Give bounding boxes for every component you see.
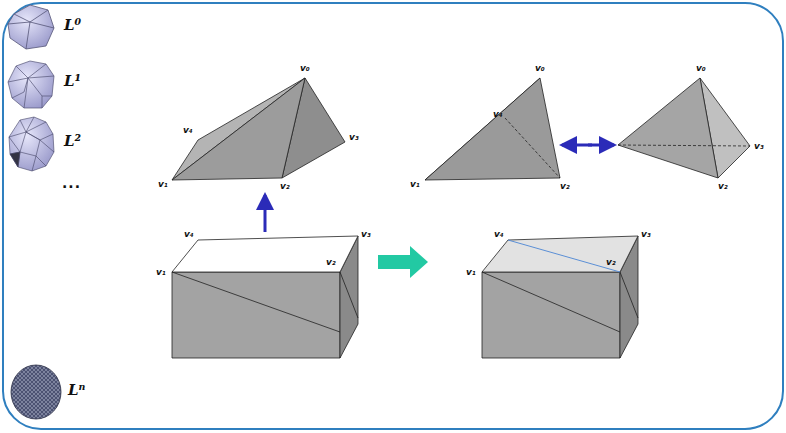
- new-edge: [508, 240, 620, 272]
- box-with-hole: [172, 236, 358, 358]
- vertex-label: v₄: [183, 126, 193, 135]
- vertex-label: v₁: [410, 180, 420, 189]
- level-label: L¹: [64, 74, 81, 89]
- tetrahedron: [425, 78, 560, 180]
- vertex-label: v₂: [560, 182, 570, 191]
- vertex-label: v₂: [280, 182, 290, 191]
- blue-arrow: [264, 195, 267, 232]
- vertex-label: v₀: [696, 64, 706, 73]
- vertex-label: v₁: [156, 268, 166, 277]
- tetrahedron: [618, 78, 750, 178]
- vertex-label: v₂: [606, 258, 616, 267]
- vertex-label: v₃: [754, 142, 764, 151]
- vertex-label: v₄: [184, 230, 194, 239]
- fine-mesh-icon: [11, 365, 61, 419]
- blue-arrow: [588, 144, 614, 147]
- vertex-label: v₃: [349, 133, 359, 142]
- vertex-label: v₁: [466, 268, 476, 277]
- level-label: L⁰: [64, 18, 81, 33]
- vertex-label: v₂: [326, 258, 336, 267]
- filled-box: [482, 236, 638, 358]
- pyramid: [172, 78, 345, 180]
- vertex-label: v₄: [493, 110, 503, 119]
- vertex-label: v₃: [641, 230, 651, 239]
- level-label: L²: [64, 134, 81, 149]
- mesh-level-2-icon: [9, 117, 54, 171]
- vertex-label: v₂: [718, 182, 728, 191]
- vertex-label: v₁: [158, 180, 168, 189]
- mesh-level-1-icon: [8, 61, 54, 108]
- level-label: Lⁿ: [68, 383, 85, 398]
- vertex-label: v₄: [494, 230, 504, 239]
- vertex-label: v₃: [361, 230, 371, 239]
- blue-arrow: [562, 144, 592, 147]
- vertex-label: v₀: [535, 64, 545, 73]
- vertex-label: v₀: [300, 64, 310, 73]
- coarse-mesh-icon: [8, 5, 54, 49]
- teal-arrow: [378, 246, 428, 278]
- ellipsis: ...: [62, 176, 81, 190]
